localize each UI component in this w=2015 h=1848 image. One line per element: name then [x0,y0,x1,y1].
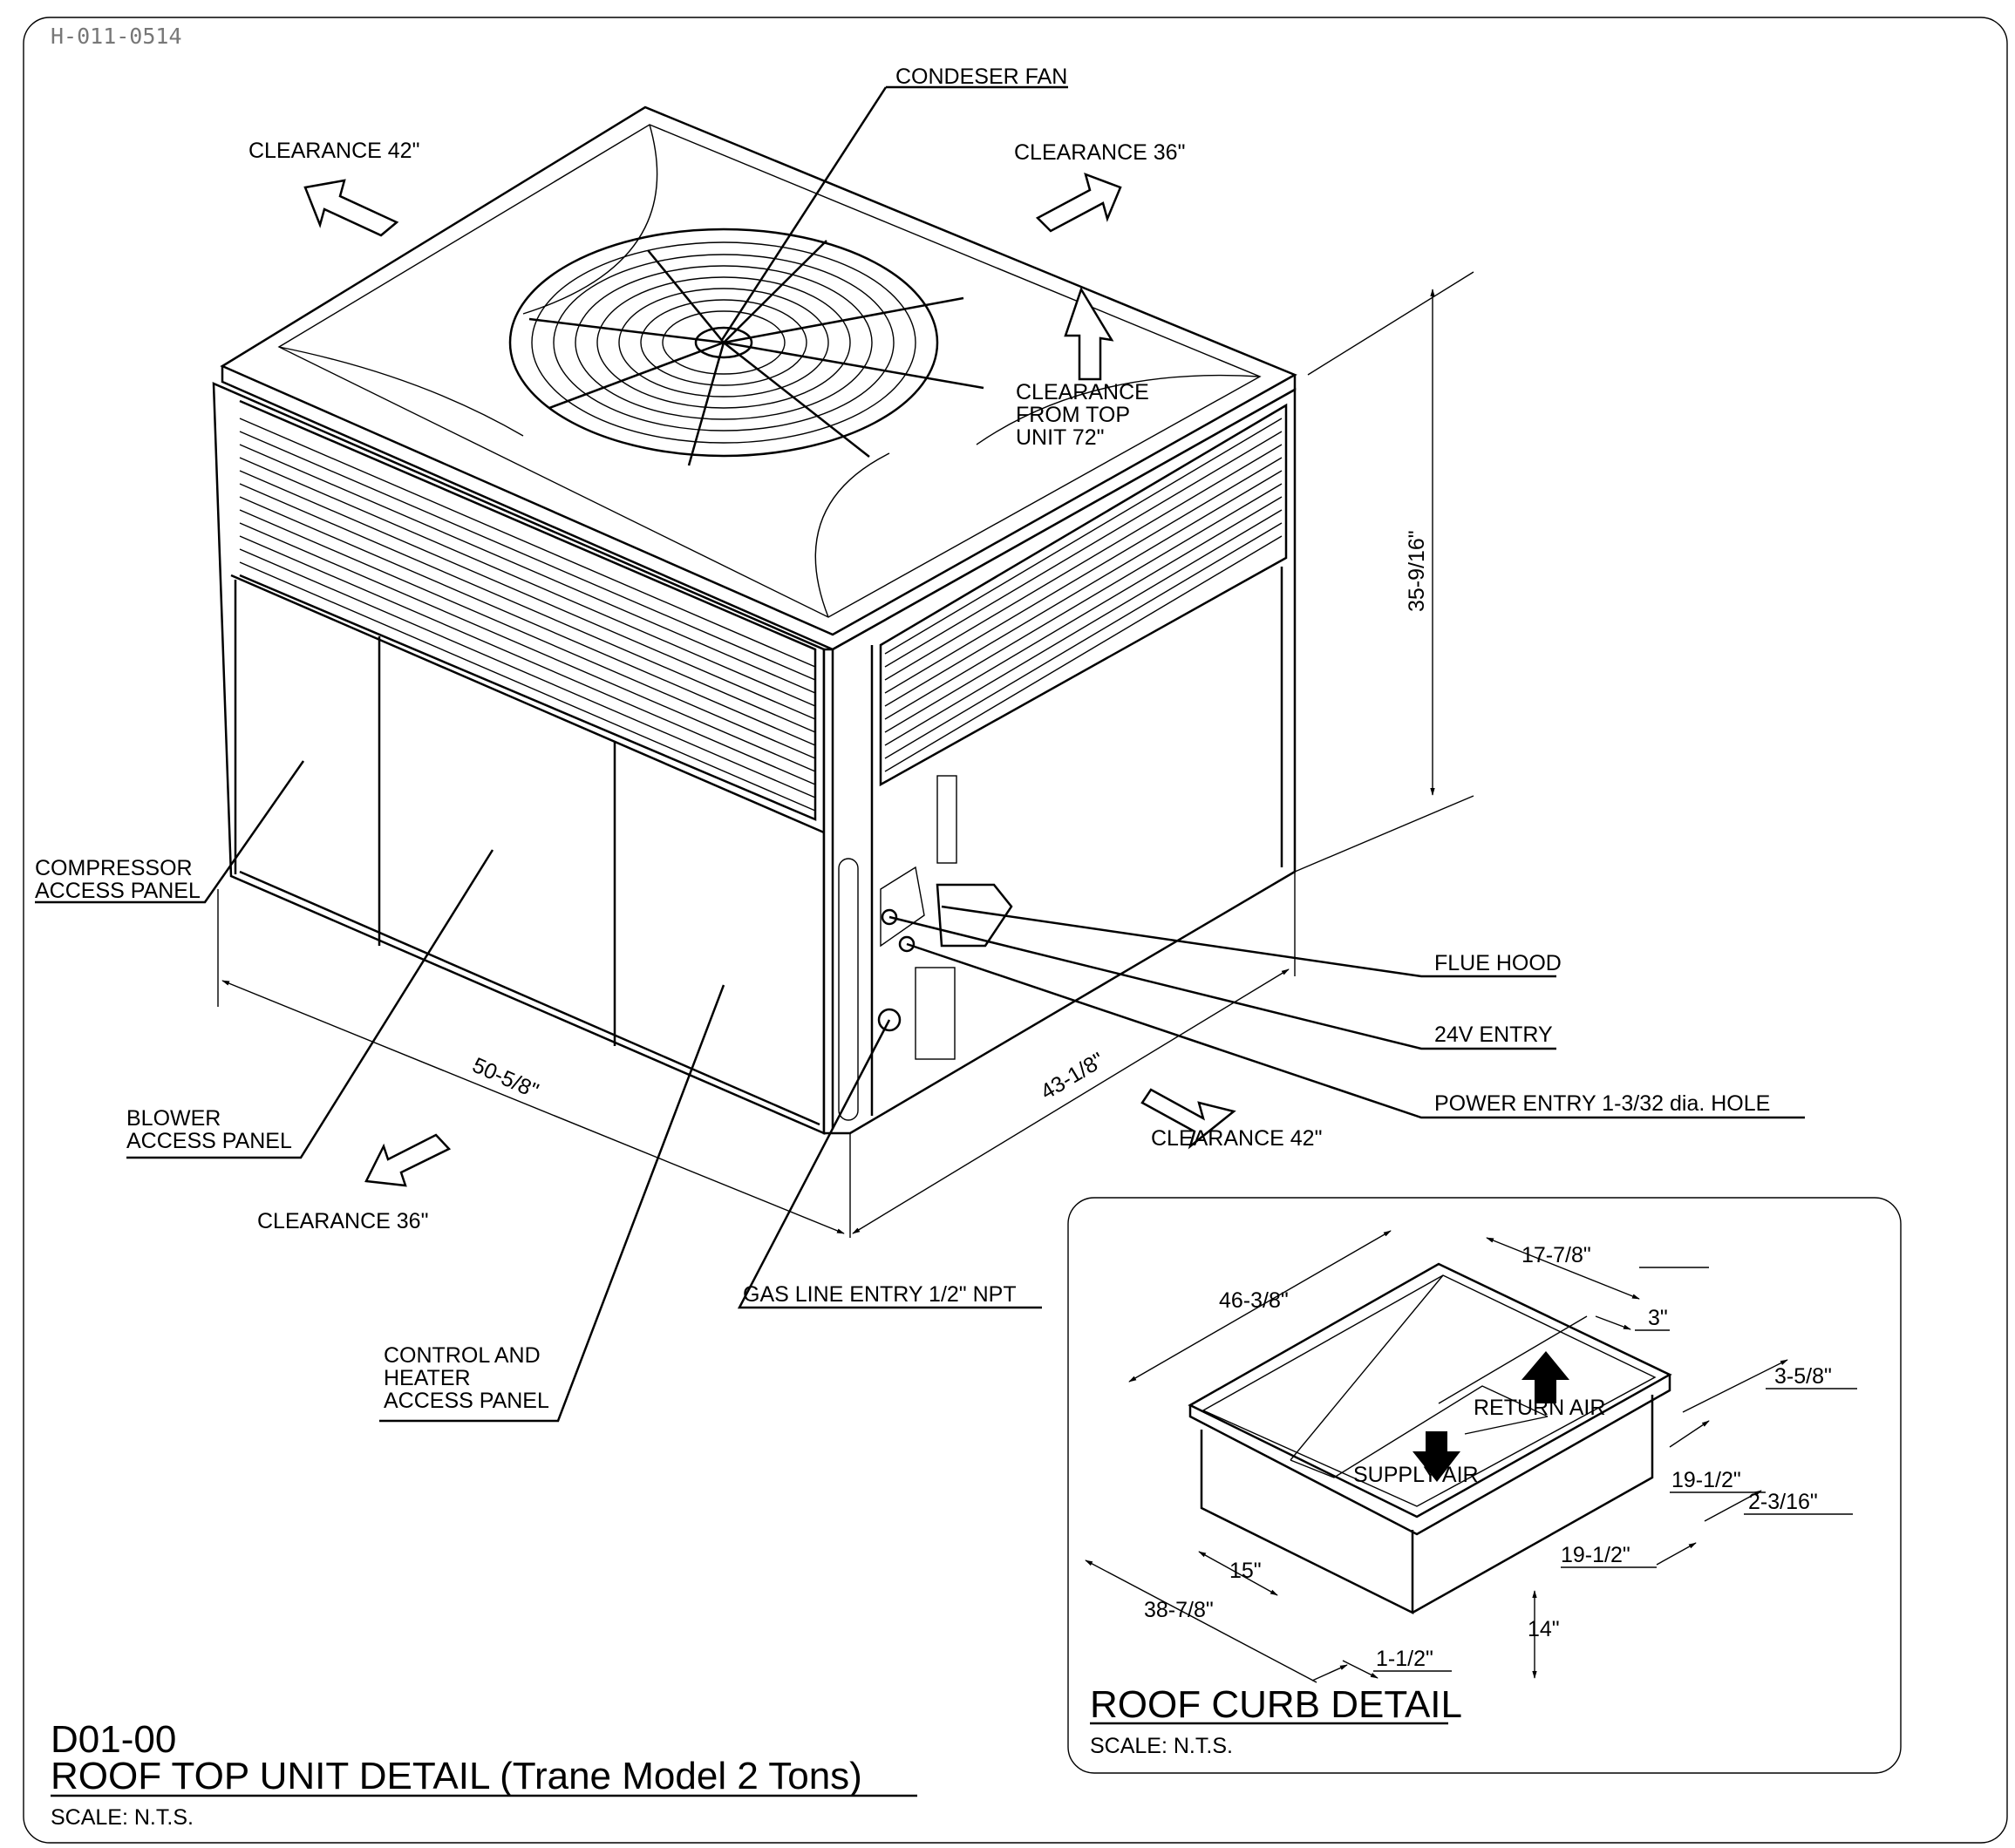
supply-air-arrow [1413,1431,1460,1482]
curb-detail-box [1067,1197,1902,1774]
return-air-label: RETURN AIR [1474,1396,1605,1420]
condenser-fan-guard [508,228,984,466]
clearance-arrow-top-left [303,179,399,237]
power-entry-hole [898,935,916,953]
curb-detail-title: ROOF CURB DETAIL [1090,1683,1462,1726]
curb-dim-3: 3" [1648,1306,1668,1330]
sheet-code: H-011-0514 [51,24,182,49]
side-louvers [879,403,1288,787]
height-dimension: 35-9/16" [1405,530,1429,612]
control-panel-line3: ACCESS PANEL [384,1389,549,1413]
clearance-arrow-top [1064,287,1114,381]
drawing-title: ROOF TOP UNIT DETAIL (Trane Model 2 Tons… [51,1755,862,1797]
curb-dim-38-7-8: 38-7/8" [1144,1598,1214,1622]
24v-entry-hole [881,908,898,926]
drawing-scale: SCALE: N.T.S. [51,1805,194,1830]
sheet-border [23,17,2008,1844]
flue-hood-label: FLUE HOOD [1434,951,1562,975]
flue-hood [936,883,1013,948]
curb-dim-1-1-2: 1-1/2" [1376,1647,1433,1671]
curb-dim-19-1-2-b: 19-1/2" [1561,1543,1630,1567]
blower-panel-line2: ACCESS PANEL [126,1129,292,1153]
clearance-top-left-label: CLEARANCE 42" [248,139,419,163]
clearance-arrow-bottom-left [364,1133,452,1187]
control-panel-line2: HEATER [384,1366,471,1390]
control-panel-line1: CONTROL AND [384,1343,541,1368]
depth-dimension: 43-1/8" [1037,1048,1109,1104]
clearance-arrow-top-right [1035,172,1122,233]
curb-dim-17-7-8: 17-7/8" [1521,1243,1591,1267]
front-louvers [239,399,817,821]
clearance-top-line2: FROM TOP [1016,403,1130,427]
condenser-fan-label: CONDESER FAN [895,65,1067,89]
curb-detail-scale: SCALE: N.T.S. [1090,1734,1233,1758]
curb-dim-15: 15" [1229,1559,1262,1583]
curb-dim-2-3-16: 2-3/16" [1748,1490,1818,1514]
roof-curb-detail: 46-3/8" 17-7/8" 3" 3-5/8" 19-1/2" 2-3/16… [1067,1197,1902,1774]
dimension-lines [217,271,1474,1238]
power-entry-label: POWER ENTRY 1-3/32 dia. HOLE [1434,1091,1770,1116]
curb-dim-46-3-8: 46-3/8" [1219,1288,1289,1313]
gas-line-label: GAS LINE ENTRY 1/2" NPT [743,1282,1017,1307]
curb-dim-3-5-8: 3-5/8" [1774,1364,1832,1389]
24v-entry-label: 24V ENTRY [1434,1023,1553,1047]
curb-dim-19-1-2-a: 19-1/2" [1671,1468,1741,1492]
clearance-top-line3: UNIT 72" [1016,425,1105,450]
supply-air-label: SUPPLY AIR [1353,1463,1479,1487]
clearance-bottom-right-label: CLEARANCE 42" [1151,1126,1322,1151]
blower-panel-line1: BLOWER [126,1106,221,1131]
clearance-top-line1: CLEARANCE [1016,380,1149,404]
clearance-bottom-left-label: CLEARANCE 36" [257,1209,428,1233]
return-air-arrow [1521,1351,1569,1403]
compressor-panel-line2: ACCESS PANEL [35,879,201,903]
compressor-panel-line1: COMPRESSOR [35,856,193,880]
clearance-top-right-label: CLEARANCE 36" [1014,140,1185,165]
roof-top-unit [212,105,1297,1135]
drawing-number: D01-00 [51,1718,176,1761]
curb-dim-14: 14" [1528,1617,1560,1641]
